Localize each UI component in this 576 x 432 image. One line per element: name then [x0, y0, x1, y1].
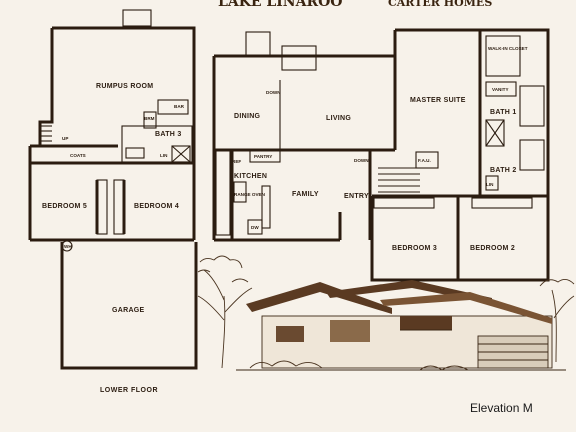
rumpus-outer-wall	[52, 26, 196, 163]
pantry-closet	[249, 149, 281, 163]
lower-floor-title: LOWER FLOOR	[100, 387, 158, 394]
walk-in-closet-label: WALK-IN CLOSET	[488, 46, 528, 51]
garage-label: GARAGE	[112, 307, 145, 314]
wh-label: WH	[64, 244, 72, 249]
lower-up-label: UP	[62, 136, 68, 141]
upper-stair	[378, 167, 420, 193]
bath2-label: BATH 2	[490, 167, 517, 174]
bath3-label: BATH 3	[155, 131, 182, 138]
bath3-outline	[121, 125, 193, 163]
brand-logo: LAKE LINAROO	[218, 0, 343, 10]
entry-label: ENTRY	[344, 193, 369, 200]
fau-closet	[415, 151, 439, 169]
lower-lin-label: LIN	[160, 153, 168, 158]
bath1-tub	[519, 85, 545, 127]
bedroom5-label: BEDROOM 5	[42, 203, 87, 210]
vanity-label: VANITY	[492, 87, 509, 92]
roof-center	[326, 280, 492, 304]
range-oven	[233, 181, 247, 203]
elevation-sketch	[197, 255, 575, 371]
entry-down-label: DOWN	[354, 158, 369, 163]
kitchen-label: KITCHEN	[234, 173, 267, 180]
bedroom2-label: BEDROOM 2	[470, 245, 515, 252]
upper-chimney	[245, 31, 271, 57]
kitchen-island	[261, 185, 271, 229]
pantry-label: PANTRY	[254, 154, 272, 159]
vanity	[485, 81, 517, 97]
elevation-window-1	[276, 326, 304, 342]
bath1-shower	[485, 119, 505, 147]
brm-label: BRM	[144, 116, 155, 121]
left-tree	[197, 269, 253, 369]
living-label: LIVING	[326, 115, 351, 122]
rumpus-left-wall	[38, 28, 54, 146]
brand-subtitle: CARTER HOMES	[388, 0, 492, 9]
elevation-window-2	[330, 320, 370, 342]
bedroom2-closet	[471, 197, 533, 209]
master-outer-wall	[395, 28, 550, 196]
elevation-label: Elevation M	[470, 401, 533, 415]
upper-lin-closet	[485, 175, 499, 191]
upper-lin-label: LIN	[486, 182, 494, 187]
bath3-sink	[125, 147, 145, 159]
kitchen-counter	[215, 149, 231, 236]
garage-wall	[60, 242, 198, 370]
dw-label: DW	[251, 225, 259, 230]
bedroom3-closet	[373, 197, 435, 209]
bath1-label: BATH 1	[490, 109, 517, 116]
right-tree	[551, 289, 575, 363]
lower-floor-plan: RUMPUS ROOM BAR BRM BATH 3 LIN COATS UP …	[28, 9, 198, 394]
range-oven-label: RANGE OVEN	[234, 192, 266, 197]
bar-label: BAR	[174, 104, 185, 109]
water-heater	[61, 240, 73, 252]
upper-bedrooms-wall	[370, 194, 550, 282]
bar-counter	[157, 99, 189, 115]
bath3-shower	[171, 145, 191, 163]
upper-down-label: DOWN	[266, 90, 281, 95]
walk-in-closet	[485, 35, 521, 77]
lower-stair	[40, 125, 52, 142]
brm-closet	[143, 111, 157, 129]
master-suite-label: MASTER SUITE	[410, 97, 466, 104]
roof-left	[246, 282, 392, 314]
bedroom3-label: BEDROOM 3	[392, 245, 437, 252]
rumpus-room-label: RUMPUS ROOM	[96, 83, 153, 90]
coats-label: COATS	[70, 153, 86, 158]
ref-label: REF	[232, 159, 241, 164]
roof-right	[380, 292, 552, 324]
bedroom4-label: BEDROOM 4	[134, 203, 179, 210]
lower-chimney	[122, 9, 152, 27]
fireplace	[281, 45, 317, 71]
elevation-deck	[400, 316, 452, 330]
brand-header: LAKE LINAROO CARTER HOMES	[218, 0, 492, 10]
fau-label: F.A.U.	[418, 158, 431, 163]
dining-label: DINING	[234, 113, 261, 120]
upper-floor-plan: DINING LIVING DOWN KITCHEN PANTRY REF RA…	[212, 28, 550, 282]
bath2-tub	[519, 139, 545, 171]
family-label: FAMILY	[292, 191, 319, 198]
